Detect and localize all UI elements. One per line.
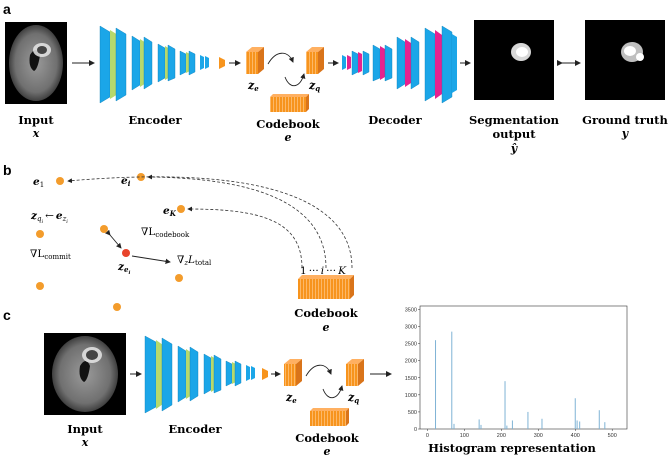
assign-equation: zqi←ezi [30,210,68,225]
panel-label-b: b [3,162,12,178]
ze-label-a: ze [247,79,259,93]
encoder-label-a: Encoder [128,113,182,127]
segmentation-output-image [474,20,554,100]
point-misc-2 [175,274,183,282]
input-symbol-c: x [81,436,89,449]
y-tick-label: 500 [408,410,417,416]
arrow-codebook-zq-a [284,73,306,87]
dashed-link-K-e1 [67,176,353,269]
y-tick-label: 2500 [405,342,417,348]
panel-label-c: c [3,307,11,323]
histogram-label: Histogram representation [428,441,596,455]
point-ei [137,173,145,181]
codebook-index-labels: 1···i···K [300,265,347,277]
ze-label-c: ze [285,391,297,405]
gt-label: Ground truth [582,113,668,127]
x-tick-label: 0 [426,433,429,439]
x-tick-label: 500 [608,433,617,439]
codebook-label-c: Codebook [295,431,360,445]
input-symbol-a: x [32,127,40,140]
gt-symbol: y [621,127,630,140]
input-mri-image-a [5,22,67,104]
zq-cube-a [306,47,324,74]
x-tick-label: 400 [571,433,580,439]
zq-label-a: zq [308,79,320,93]
arrow-ze-codebook-a [267,52,294,65]
point-eK [177,205,185,213]
x-tick-label: 100 [460,433,469,439]
embedding-points [36,173,185,311]
ground-truth-image [585,20,665,100]
codebook-symbol-b: e [323,321,330,334]
encoder-label-c: Encoder [168,422,222,436]
x-tick-label: 300 [534,433,543,439]
y-tick-label: 0 [414,427,417,433]
codebook-symbol-a: e [285,131,292,144]
dashed-link-1-eK [187,206,303,269]
ze-cube-c [284,359,302,386]
point-e1 [56,177,64,185]
input-mri-image-c [44,333,126,415]
decoder-label: Decoder [368,113,422,127]
histogram-chart: 0 500 1000 1500 2000 2500 3000 3500 0 100 200 300 40… [405,305,628,439]
zei-label: zei [117,261,130,276]
y-tick-label: 3000 [405,325,417,331]
input-label-a: Input [18,113,54,127]
histogram-axes: 0 500 1000 1500 2000 2500 3000 3500 0 100 200 300 40… [405,305,628,439]
codebook-b [298,275,354,299]
label-ei: ei [121,175,131,188]
arrow-codebook-zq-c [322,385,344,399]
encoder-c [144,335,255,414]
codebook-label-b: Codebook [294,306,359,320]
point-misc-1 [36,230,44,238]
histogram-frame [419,305,628,430]
arrow-grad-total [131,255,171,264]
bottleneck-c [262,368,268,380]
arrow-commit-codebook [105,229,122,249]
arrow-ze-codebook-c [305,364,332,377]
codebook-symbol-c: e [324,445,331,458]
zq-cube-c [346,359,364,386]
decoder [342,25,457,104]
y-tick-label: 1500 [405,376,417,382]
grad-total-label: ∇zLtotal [177,254,212,267]
panel-label-a: a [3,1,11,17]
y-tick-label: 3500 [405,307,417,313]
seg-label-line1: Segmentation [469,113,560,127]
label-e1: e1 [33,176,44,189]
y-tick-label: 1000 [405,393,417,399]
input-label-c: Input [67,422,103,436]
grad-commit-label: ∇Lcommit [30,248,71,261]
bottleneck-a [219,57,225,69]
zq-label-c: zq [347,391,359,405]
y-tick-label: 2000 [405,359,417,365]
seg-label-line2: output [492,127,536,141]
histogram-bars [435,331,606,429]
encoder-a [99,25,209,104]
codebook-a [270,94,309,112]
dashed-link-i-ei [147,174,327,269]
codebook-label-a: Codebook [256,117,321,131]
codebook-c [310,408,349,426]
point-ezi [100,225,108,233]
label-eK: eK [163,205,177,218]
ze-cube-a [246,47,264,74]
point-misc-3 [36,282,44,290]
seg-symbol: ŷ [510,142,519,155]
x-tick-label: 200 [497,433,506,439]
point-misc-4 [113,303,121,311]
point-zei [122,249,130,257]
grad-codebook-label: ∇Lcodebook [141,226,190,239]
